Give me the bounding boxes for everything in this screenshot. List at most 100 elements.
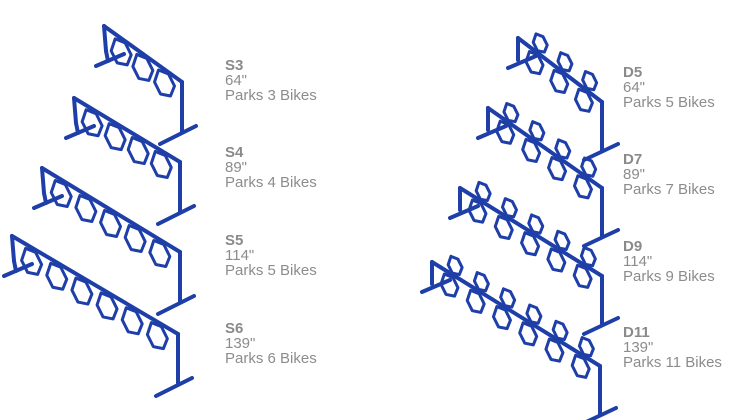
single-rack-0 <box>94 24 198 146</box>
bike-loop-front <box>521 137 542 163</box>
bike-loop-front <box>544 337 565 363</box>
right-foot <box>582 316 620 336</box>
right-foot <box>154 376 194 398</box>
right-foot <box>156 204 196 226</box>
rack-code: S4 <box>225 144 244 161</box>
bike-loop-back <box>528 120 546 142</box>
bike-loop-back <box>500 197 518 219</box>
rack-label-s4: S4 89" Parks 4 Bikes <box>225 145 317 190</box>
bike-loop-back <box>446 254 464 277</box>
bike-loop <box>74 194 98 223</box>
bike-loop <box>99 209 123 238</box>
left-post-lower <box>42 191 48 205</box>
bike-loop-front <box>573 87 594 113</box>
bike-loop-front <box>493 214 514 240</box>
bike-loop-back <box>553 229 571 251</box>
left-foot <box>476 124 508 140</box>
bike-loop <box>70 276 94 306</box>
bike-loop <box>95 291 119 321</box>
single-rack-3 <box>2 234 194 398</box>
rack-capacity: Parks 11 Bikes <box>623 354 722 371</box>
bike-loop-front <box>524 50 545 76</box>
rack-code: S6 <box>225 320 244 337</box>
bike-loop-back <box>474 180 492 203</box>
bike-loop-front <box>439 272 460 298</box>
right-foot <box>158 124 198 146</box>
top-rail <box>102 24 184 84</box>
bike-loop <box>131 52 155 82</box>
bike-loop-front <box>570 353 591 379</box>
rack-capacity: Parks 7 Bikes <box>623 181 715 198</box>
bike-loop <box>149 149 173 179</box>
bike-loop-back <box>579 246 597 268</box>
rack-label-s3: S3 64" Parks 3 Bikes <box>225 58 317 103</box>
left-foot <box>2 262 34 278</box>
bike-loop <box>153 68 176 98</box>
rack-label-d5: D5 64" Parks 5 Bikes <box>623 65 715 110</box>
left-foot <box>94 52 126 68</box>
rack-length: 64" <box>623 79 646 96</box>
rack-label-d9: D9 114" Parks 9 Bikes <box>623 239 715 284</box>
left-foot <box>506 54 538 70</box>
rack-code: S5 <box>225 232 244 249</box>
single-sided-racks <box>2 24 198 398</box>
left-foot <box>64 124 96 140</box>
bike-loop <box>123 224 147 253</box>
bike-loop <box>49 179 73 208</box>
bike-loop-front <box>491 305 512 331</box>
bike-loop-back <box>577 336 595 358</box>
bike-loop-front <box>547 156 568 182</box>
bike-loop-back <box>556 51 574 73</box>
bike-loop <box>109 37 133 67</box>
rack-length: 114" <box>623 253 653 270</box>
rack-label-d7: D7 89" Parks 7 Bikes <box>623 152 715 197</box>
bike-loop <box>148 239 172 268</box>
bike-loop-back <box>502 102 520 124</box>
bike-loop-back <box>527 213 545 235</box>
bike-loop-back <box>581 70 599 92</box>
bike-loop-front <box>546 247 567 273</box>
double-rack-0 <box>506 32 620 162</box>
left-foot <box>32 194 64 210</box>
right-foot <box>582 228 620 248</box>
double-rack-2 <box>448 180 620 336</box>
right-foot <box>585 406 618 420</box>
rack-length: 139" <box>623 339 654 356</box>
left-foot <box>448 204 480 220</box>
bike-loop-front <box>572 174 593 200</box>
top-rail <box>486 106 604 190</box>
rack-code: D11 <box>623 324 650 341</box>
rack-length: 114" <box>225 247 255 264</box>
rack-capacity: Parks 9 Bikes <box>623 268 715 285</box>
rack-label-s6: S6 139" Parks 6 Bikes <box>225 321 317 366</box>
right-foot <box>156 294 196 316</box>
rack-capacity: Parks 5 Bikes <box>623 94 715 111</box>
bike-loop-back <box>554 138 572 160</box>
left-foot <box>420 278 452 294</box>
bike-loop-back <box>472 271 490 293</box>
right-foot <box>582 142 620 162</box>
bike-loop-front <box>495 119 516 145</box>
bike-loop-back <box>531 32 549 54</box>
left-post-lower <box>104 49 110 63</box>
single-rack-2 <box>32 166 196 316</box>
double-rack-1 <box>476 102 620 248</box>
double-sided-racks <box>420 32 620 420</box>
rack-length: 89" <box>225 159 248 176</box>
bike-loop-front <box>518 321 539 347</box>
left-post <box>10 234 16 263</box>
rack-length: 64" <box>225 72 248 89</box>
rack-capacity: Parks 3 Bikes <box>225 87 317 104</box>
top-rail <box>40 166 182 254</box>
rack-length: 89" <box>623 166 646 183</box>
rack-label-d11: D11 139" Parks 11 Bikes <box>623 325 722 370</box>
bike-loop <box>145 321 169 351</box>
bike-loop-back <box>499 287 517 309</box>
rack-capacity: Parks 5 Bikes <box>225 262 317 279</box>
bike-loop-back <box>551 319 569 342</box>
left-post-lower <box>74 121 80 135</box>
bike-loop <box>80 108 104 138</box>
bike-loop-front <box>465 288 486 314</box>
single-rack-1 <box>64 96 196 226</box>
